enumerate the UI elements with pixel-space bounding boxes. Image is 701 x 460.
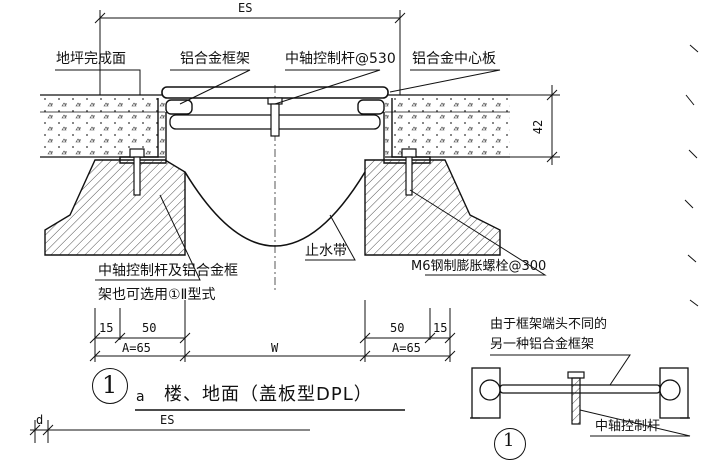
bottom-dimension-line xyxy=(89,300,456,362)
dim-a65-right: A=65 xyxy=(392,341,421,355)
floor-finish-label: 地坪完成面 xyxy=(56,51,126,67)
structure-left xyxy=(44,159,186,256)
title-sub: a xyxy=(136,389,145,405)
detail-screw xyxy=(567,371,585,425)
structure-right xyxy=(364,159,501,256)
dim-es-bottom: ES xyxy=(160,413,175,427)
floor-slab-right xyxy=(385,94,510,158)
dim-a65-left: A=65 xyxy=(122,341,151,355)
waterstop-label: 止水带 xyxy=(305,243,347,259)
dim-15-left: 15 xyxy=(99,321,114,335)
alum-plate-label: 铝合金中心板 xyxy=(412,51,496,67)
aluminium-frame-right xyxy=(357,98,431,164)
bottom-es-dimension xyxy=(29,420,310,443)
height-42-label: 42 xyxy=(531,119,546,135)
leader-lines xyxy=(55,69,547,281)
title-number: 1 xyxy=(102,371,118,399)
dim-15-right: 15 xyxy=(433,321,448,335)
detail-rod-label: 中轴控制杆 xyxy=(595,419,661,434)
anchor-bolt-left xyxy=(129,148,145,196)
dim-d-bottom: d xyxy=(36,413,44,427)
alum-frame-label: 铝合金框架 xyxy=(180,51,250,67)
section-title: 楼、地面（盖板型DPL） xyxy=(164,384,373,405)
height-dimension-42 xyxy=(510,85,560,165)
top-dimension-line xyxy=(94,10,406,95)
title-number-circle xyxy=(92,368,128,404)
detail-note-2: 另一种铝合金框架 xyxy=(490,337,595,352)
partial-circle-number: 1 xyxy=(503,430,515,451)
bolt-label: M6钢制膨胀螺栓@300 xyxy=(411,259,547,274)
es-top-dim-label: ES xyxy=(238,1,253,15)
aluminium-frame-left xyxy=(119,98,193,164)
note-line-1: 中轴控制杆及铝合金框 xyxy=(98,263,238,279)
detail-note-1: 由于框架端头不同的 xyxy=(490,317,608,332)
dim-w: W xyxy=(271,341,279,355)
detail-leaders xyxy=(490,354,691,437)
dim-50-right: 50 xyxy=(390,321,405,335)
floor-slab-left xyxy=(40,94,165,158)
right-edge-marks xyxy=(684,44,699,307)
dim-50-left: 50 xyxy=(142,321,157,335)
joint-section-drawing xyxy=(29,10,699,443)
rod-spacing-label: 中轴控制杆@530 xyxy=(285,51,396,67)
anchor-bolt-right xyxy=(401,148,417,196)
note-line-2: 架也可选用①Ⅱ型式 xyxy=(98,287,216,303)
